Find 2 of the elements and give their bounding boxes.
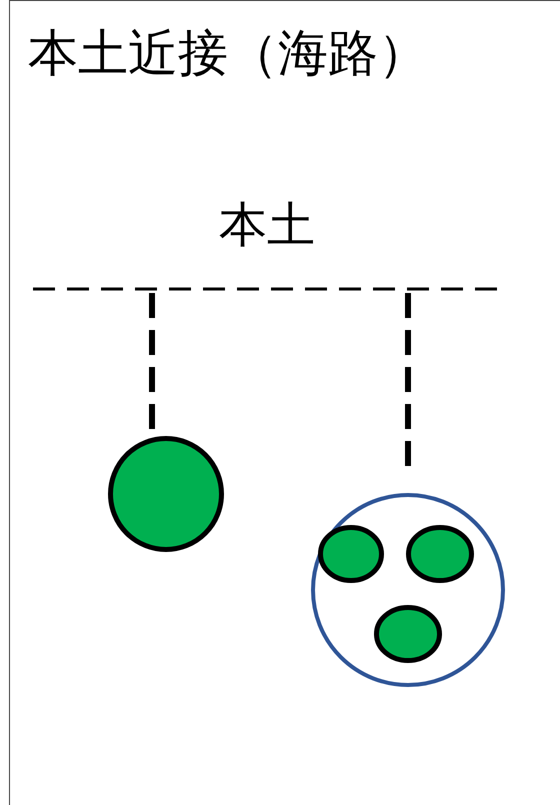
mainland-label: 本土 (218, 196, 316, 255)
title: 本土近接（海路） (28, 23, 428, 84)
